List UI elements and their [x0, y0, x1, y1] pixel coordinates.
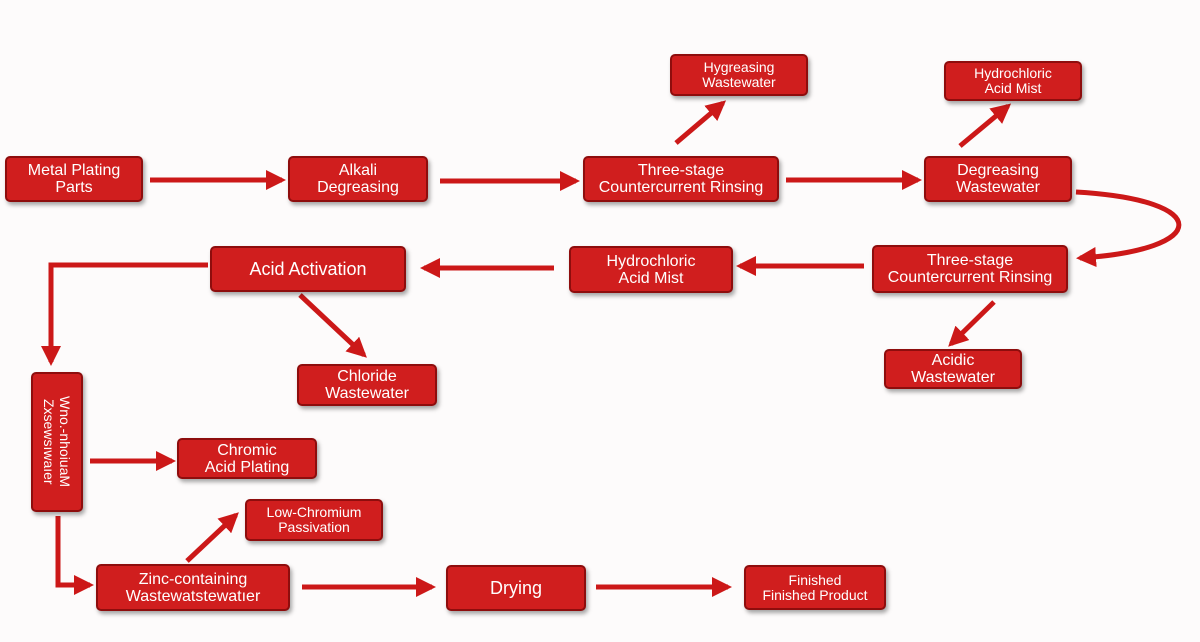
- node-vertical-process: Wno.-nhoiuaM Zxsewsıwaıer: [31, 372, 83, 512]
- node-line: Wastewater: [702, 74, 776, 90]
- node-zinc-wastewater: Zinc-containing Wastewatstewatıer: [96, 564, 290, 611]
- node-chromic-acid-plating: Chromic Acid Plating: [177, 438, 317, 479]
- node-line: Three-stage: [637, 162, 725, 179]
- node-alkali-degreasing: Alkali Degreasing: [288, 156, 428, 202]
- node-line: Degreasing: [317, 179, 399, 196]
- node-line: Finished: [788, 571, 842, 588]
- node-drying: Drying: [446, 565, 586, 611]
- node-label: Acid Activation: [249, 258, 367, 279]
- node-line: Low-Chromium: [266, 504, 362, 520]
- node-hygreasing-wastewater: Hygreasing Wastewater: [670, 54, 808, 96]
- node-line: Wastewatstewatıer: [125, 587, 261, 605]
- node-line: Acid Mist: [984, 80, 1042, 96]
- node-line: Degreasing: [957, 162, 1039, 179]
- node-metal-plating-parts: Metal Plating Parts: [5, 156, 143, 202]
- node-line: Hydrochloric: [606, 252, 696, 270]
- arrow-acid-activation-to-vertical: [41, 262, 208, 366]
- node-line: Zinc-containing: [138, 570, 248, 588]
- arrow-degreasing-to-hcl-mist: [958, 103, 1012, 148]
- node-line: Countercurrent Rinsing: [887, 269, 1053, 286]
- node-rinsing-mid: Three-stage Countercurrent Rinsing: [872, 245, 1068, 293]
- arrow-rinsing-to-hygreasing: [674, 100, 727, 145]
- node-label: Drying: [489, 577, 542, 598]
- node-line: Hydrochloric: [974, 65, 1052, 81]
- node-line: Chloride: [337, 368, 397, 385]
- node-line: Countercurrent Rinsing: [598, 179, 764, 196]
- node-line: Acidic: [931, 352, 975, 369]
- arrow-acid-activation-to-chloride: [298, 293, 367, 358]
- node-degreasing-wastewater: Degreasing Wastewater: [924, 156, 1072, 202]
- node-hcl-mist-mid: Hydrochloric Acid Mist: [569, 246, 733, 293]
- arrow-vertical-to-zinc: [55, 516, 94, 595]
- node-acidic-wastewater: Acidic Wastewater: [884, 349, 1022, 389]
- node-chloride-wastewater: Chloride Wastewater: [297, 364, 437, 406]
- arrow-zinc-to-low-chromium: [185, 512, 239, 563]
- node-line: Alkali: [338, 162, 378, 179]
- arrow-degreasing-to-rinsing-mid: [1075, 189, 1182, 267]
- node-finished-product: Finished Finished Product: [744, 565, 886, 610]
- node-line: Parts: [55, 179, 93, 196]
- node-line: Wno.-nhoiuaM: [57, 396, 73, 488]
- node-line: Hygreasing: [703, 59, 775, 75]
- node-line: Passivation: [278, 519, 350, 535]
- arrow-rinsing-mid-to-acidic: [948, 300, 996, 347]
- node-line: Finished Product: [762, 586, 868, 603]
- node-acid-activation: Acid Activation: [210, 246, 406, 292]
- node-rinsing-top: Three-stage Countercurrent Rinsing: [583, 156, 779, 202]
- node-line: Wastewater: [956, 179, 1040, 196]
- node-line: Zxsewsıwaıer: [41, 399, 57, 485]
- node-line: Wastewater: [325, 385, 409, 402]
- node-line: Acid Mist: [618, 269, 684, 287]
- node-line: Three-stage: [926, 252, 1014, 269]
- node-hcl-mist-top: Hydrochloric Acid Mist: [944, 61, 1082, 101]
- node-low-chromium-passivation: Low-Chromium Passivation: [245, 499, 383, 541]
- node-line: Metal Plating: [27, 162, 121, 179]
- node-line: Chromic: [217, 441, 277, 459]
- node-line: Wastewater: [911, 369, 995, 386]
- node-line: Acid Plating: [204, 458, 290, 476]
